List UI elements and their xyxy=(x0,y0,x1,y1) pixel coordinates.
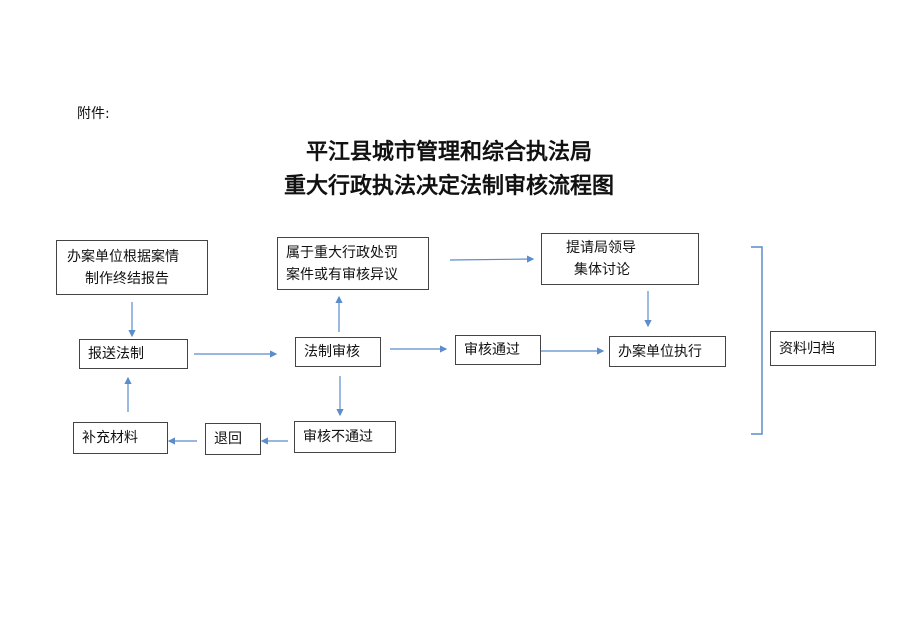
node-legal-review-label: 法制审核 xyxy=(304,344,360,360)
archive-bracket xyxy=(751,246,763,435)
node-review-passed-label: 审核通过 xyxy=(464,342,520,358)
node-supplement-label: 补充材料 xyxy=(82,430,138,446)
node-report: 办案单位根据案情 制作终结报告 xyxy=(56,240,208,295)
node-review-failed-label: 审核不通过 xyxy=(303,429,373,445)
node-archive: 资料归档 xyxy=(770,331,876,366)
node-major-case-line-1: 属于重大行政处罚 xyxy=(286,244,398,261)
attachment-label: 附件: xyxy=(77,106,110,122)
node-leader-discussion: 提请局领导 集体讨论 xyxy=(541,233,699,285)
node-unit-execute: 办案单位执行 xyxy=(609,336,726,367)
node-review-failed: 审核不通过 xyxy=(294,421,396,453)
node-return-label: 退回 xyxy=(214,431,242,447)
node-submit-legal: 报送法制 xyxy=(79,339,188,369)
node-archive-label: 资料归档 xyxy=(779,340,835,357)
node-major-case-line-2: 案件或有审核异议 xyxy=(286,266,398,283)
arrow-major-to-leader xyxy=(449,255,535,263)
node-major-case: 属于重大行政处罚 案件或有审核异议 xyxy=(277,237,429,290)
node-leader-line-1: 提请局领导 xyxy=(566,240,636,256)
node-report-line-1: 办案单位根据案情 xyxy=(67,248,179,265)
node-leader-line-2: 集体讨论 xyxy=(574,262,630,278)
node-unit-execute-label: 办案单位执行 xyxy=(618,343,702,360)
node-return: 退回 xyxy=(205,423,261,455)
node-supplement: 补充材料 xyxy=(73,422,168,454)
node-report-line-2: 制作终结报告 xyxy=(85,270,169,287)
node-submit-legal-label: 报送法制 xyxy=(88,346,144,362)
node-legal-review: 法制审核 xyxy=(295,337,381,367)
title-line-2: 重大行政执法决定法制审核流程图 xyxy=(283,173,614,199)
node-review-passed: 审核通过 xyxy=(455,335,541,365)
title-line-1: 平江县城市管理和综合执法局 xyxy=(305,139,592,165)
